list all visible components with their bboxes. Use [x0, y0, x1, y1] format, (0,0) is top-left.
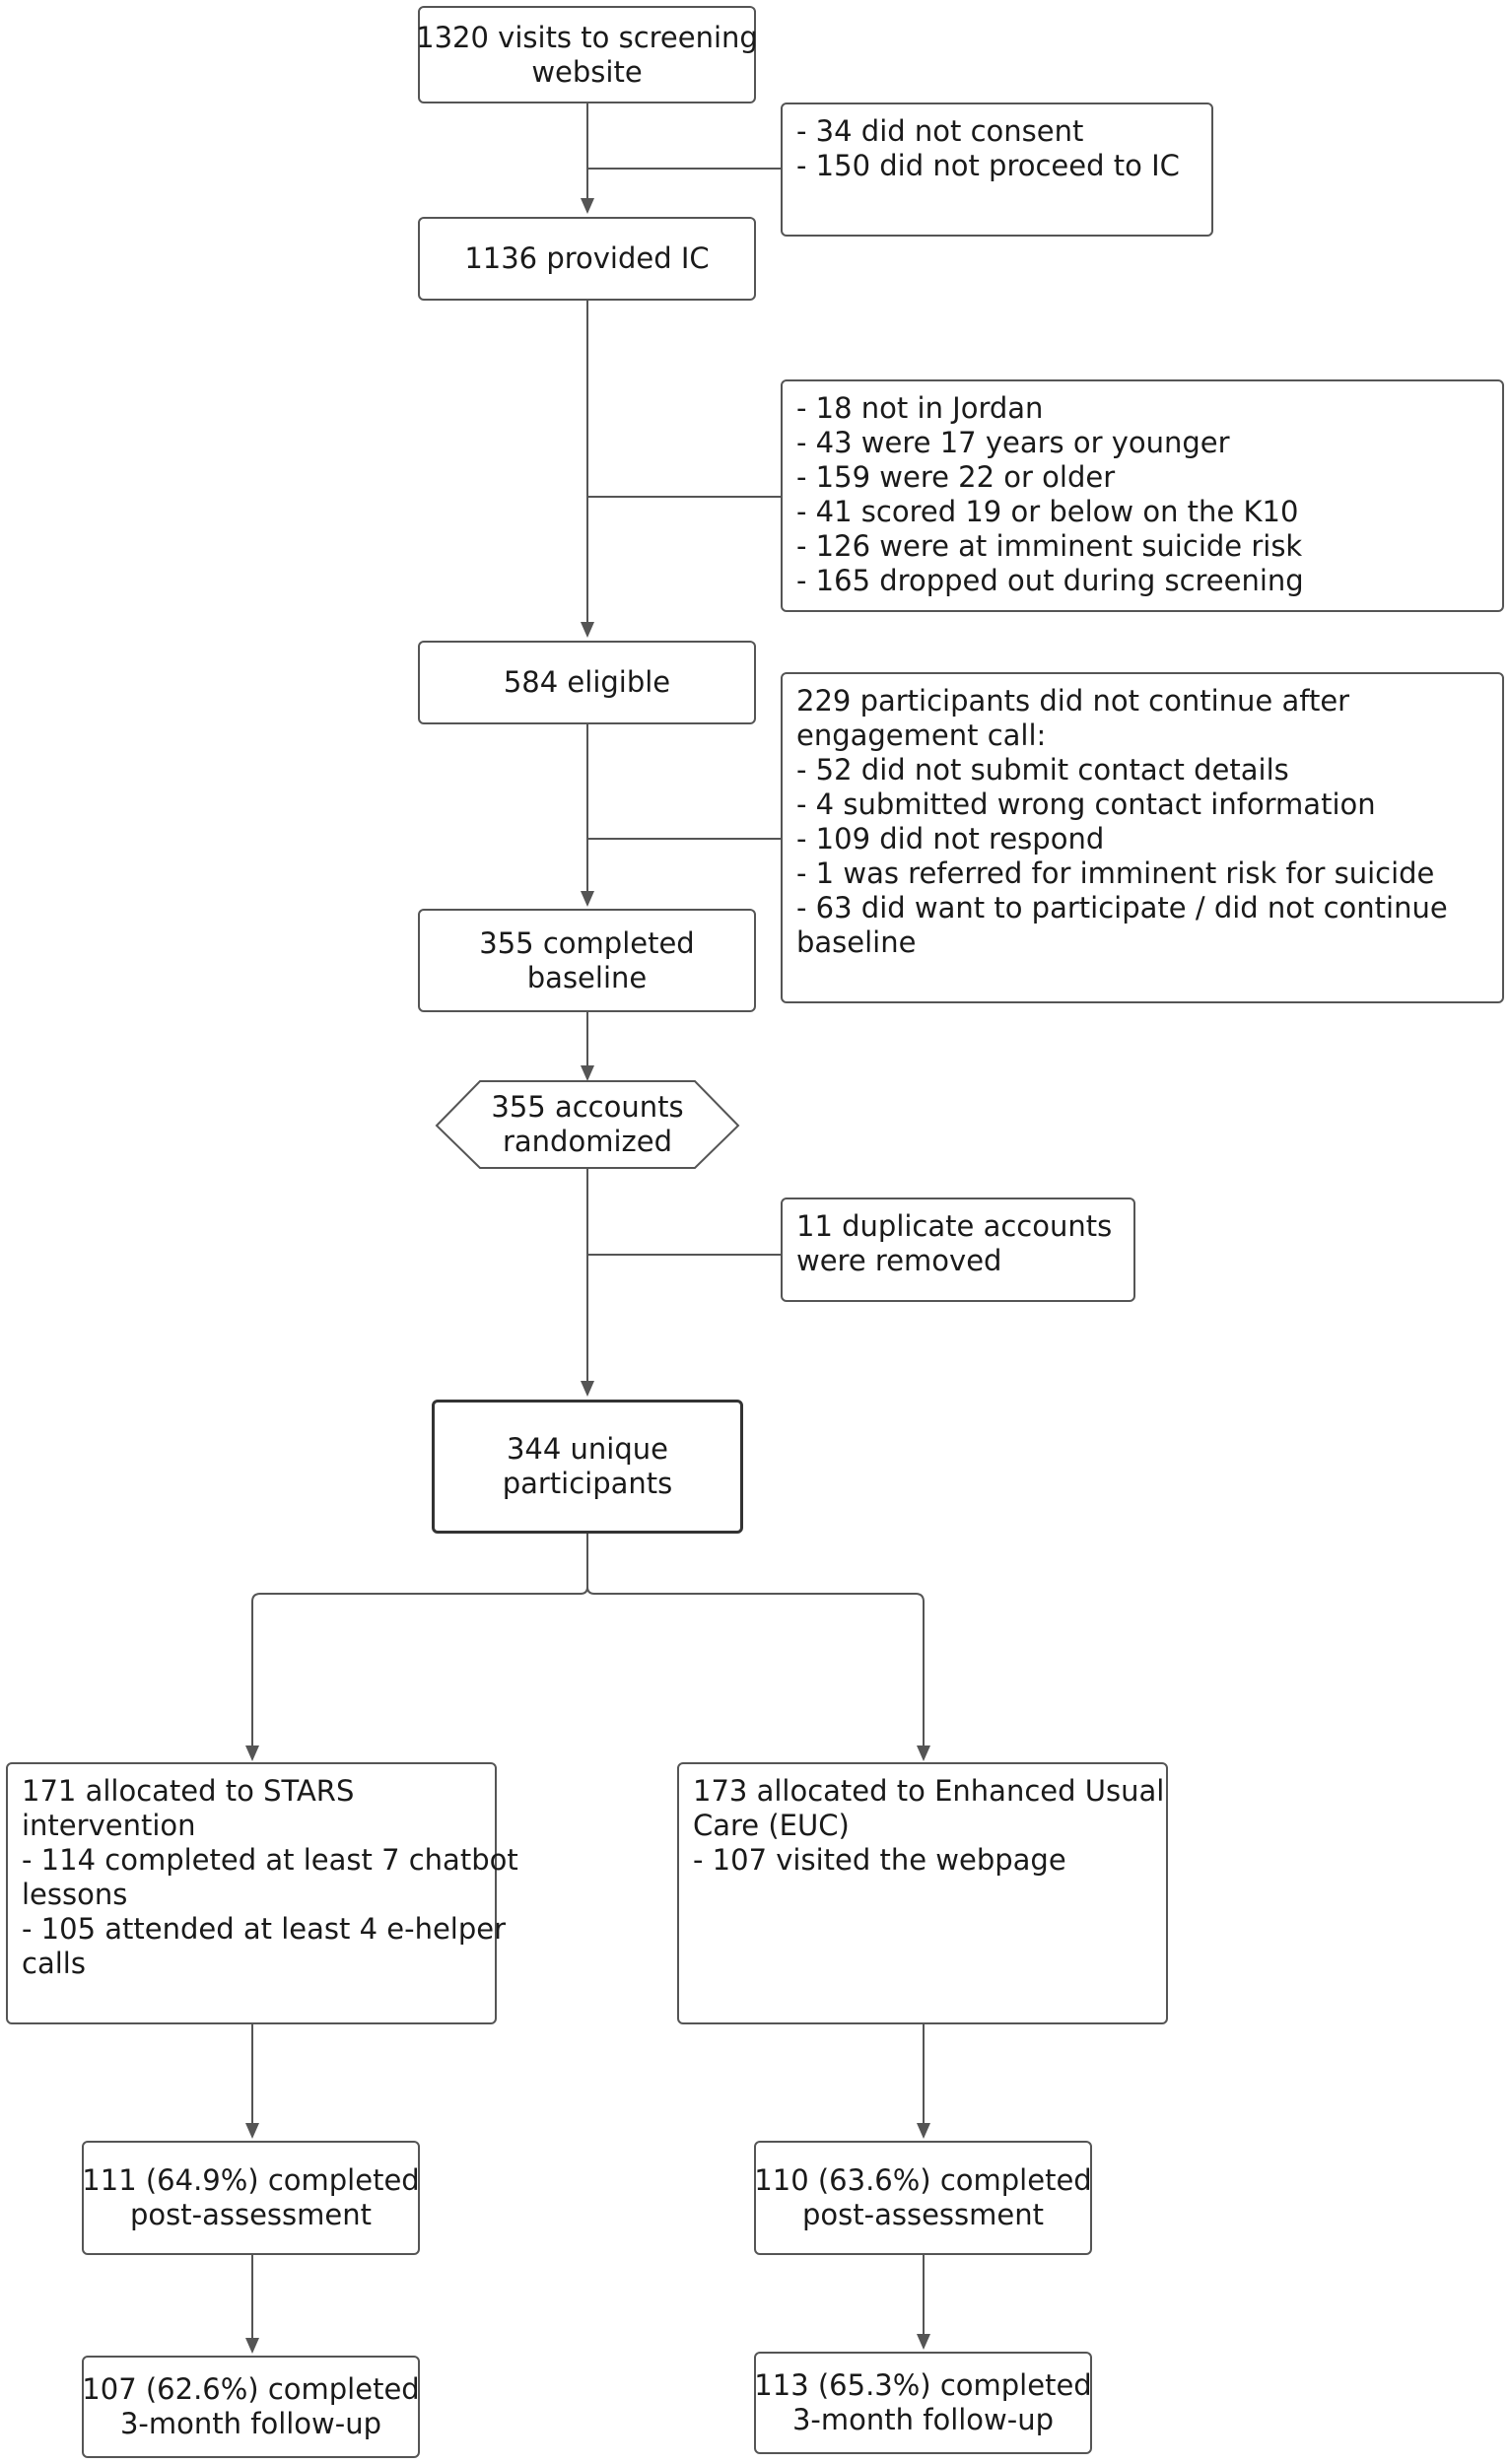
- text-line: 111 (64.9%) completed: [82, 2163, 420, 2197]
- text-line: 107 (62.6%) completed: [82, 2372, 420, 2406]
- text-line: 1136 provided IC: [464, 241, 710, 275]
- box-eligible: 584 eligible: [418, 641, 756, 724]
- text-line: intervention: [22, 1809, 196, 1842]
- text-line: - 34 did not consent: [796, 114, 1084, 148]
- box-screening-exclusions: - 18 not in Jordan- 43 were 17 years or …: [781, 379, 1504, 612]
- text-line: - 43 were 17 years or younger: [796, 426, 1230, 459]
- text-line: - 159 were 22 or older: [796, 460, 1116, 494]
- text-line: - 114 completed at least 7 chatbot: [22, 1843, 518, 1877]
- text-line: participants: [502, 1467, 673, 1500]
- text-line: post-assessment: [802, 2198, 1044, 2231]
- text-line: baseline: [796, 925, 917, 959]
- text-line: post-assessment: [130, 2198, 372, 2231]
- text-line: - 150 did not proceed to IC: [796, 149, 1180, 182]
- text-line: - 109 did not respond: [796, 822, 1105, 856]
- text-line: baseline: [526, 960, 648, 994]
- text-line: 11 duplicate accounts: [796, 1209, 1113, 1243]
- text-line: were removed: [796, 1244, 1002, 1277]
- text-line: - 165 dropped out during screening: [796, 564, 1304, 597]
- connector-split: [245, 1534, 588, 1761]
- text-line: Care (EUC): [693, 1809, 850, 1842]
- text-line: website: [531, 54, 643, 89]
- text-line: randomized: [502, 1125, 672, 1158]
- box-provided-ic: 1136 provided IC: [418, 217, 756, 301]
- text-line: - 4 submitted wrong contact information: [796, 787, 1376, 821]
- text-line: 1320 visits to screening: [416, 20, 758, 54]
- text-line: 173 allocated to Enhanced Usual: [693, 1774, 1165, 1808]
- text-line: 584 eligible: [503, 665, 671, 699]
- text-line: - 105 attended at least 4 e-helper: [22, 1912, 507, 1946]
- box-consent-exclusions: - 34 did not consent- 150 did not procee…: [781, 103, 1213, 237]
- text-line: 355 completed: [479, 925, 695, 960]
- connector-split-right: [586, 1586, 930, 1761]
- text-line: 171 allocated to STARS: [22, 1774, 355, 1808]
- text-line: - 126 were at imminent suicide risk: [796, 529, 1303, 563]
- text-line: 110 (63.6%) completed: [754, 2163, 1092, 2197]
- text-line: calls: [22, 1947, 86, 1980]
- text-line: 229 participants did not continue after: [796, 684, 1350, 718]
- text-line: 113 (65.3%) completed: [754, 2368, 1092, 2402]
- text-line: 3-month follow-up: [791, 2403, 1055, 2436]
- text-line: - 18 not in Jordan: [796, 391, 1044, 425]
- text-line: - 1 was referred for imminent risk for s…: [796, 856, 1435, 890]
- text-line: - 52 did not submit contact details: [796, 753, 1289, 787]
- text-line: 344 unique: [506, 1432, 668, 1466]
- randomization-hexagon: [435, 1080, 740, 1169]
- text-line: - 63 did want to participate / did not c…: [796, 891, 1448, 924]
- text-line: lessons: [22, 1878, 128, 1911]
- text-line: - 41 scored 19 or below on the K10: [796, 495, 1299, 528]
- text-line: 3-month follow-up: [119, 2407, 382, 2440]
- text-line: - 107 visited the webpage: [693, 1843, 1066, 1877]
- text-line: 355 accounts: [491, 1090, 684, 1124]
- text-line: engagement call:: [796, 719, 1047, 752]
